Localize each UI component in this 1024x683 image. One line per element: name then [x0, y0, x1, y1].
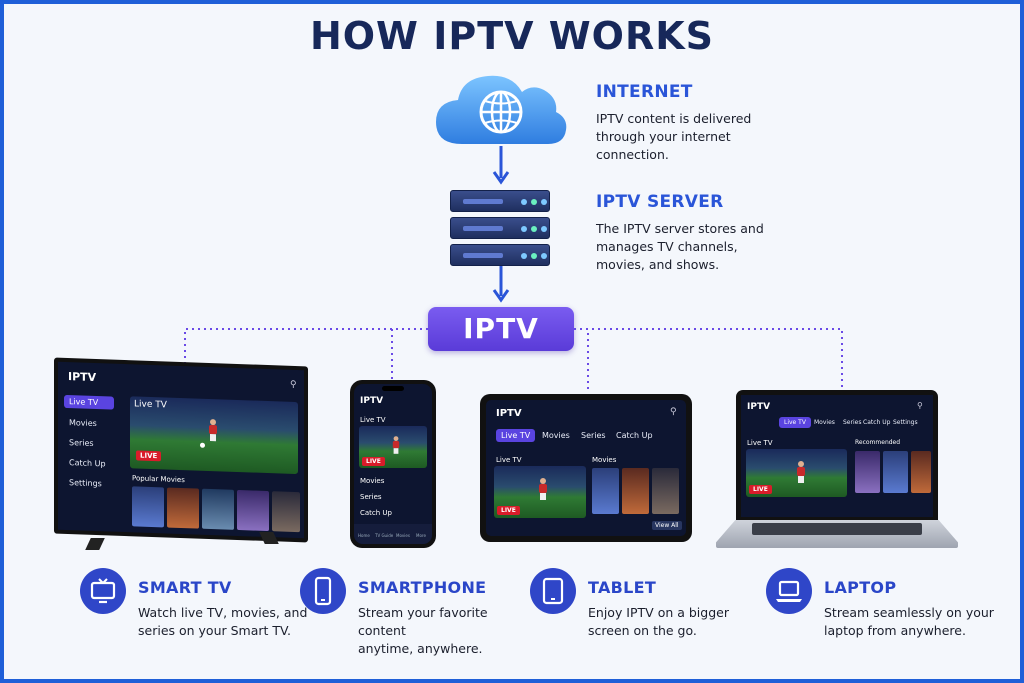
search-icon[interactable]: ⚲ — [917, 401, 923, 410]
phone-nav-more[interactable]: More — [416, 533, 426, 538]
keyboard — [752, 523, 922, 535]
feature-title: SMARTPHONE — [358, 578, 487, 597]
movie-poster[interactable] — [272, 491, 300, 533]
phone-section-label: Live TV — [360, 416, 386, 424]
arrow-down-icon — [492, 146, 510, 185]
tablet-tab-live[interactable]: Live TV — [496, 429, 536, 442]
phone-app-title: IPTV — [360, 396, 384, 406]
page-title: HOW IPTV WORKS — [309, 14, 715, 58]
movie-poster[interactable] — [237, 489, 269, 532]
feature-title: TABLET — [588, 578, 657, 597]
movie-poster[interactable] — [652, 468, 679, 514]
movie-poster[interactable] — [167, 487, 199, 529]
phone-nav-guide[interactable]: TV Guide — [375, 533, 394, 538]
internet-heading: INTERNET — [596, 82, 693, 102]
movie-poster[interactable] — [622, 468, 649, 514]
phone-menu-movies[interactable]: Movies — [360, 477, 385, 485]
server-icon — [450, 190, 552, 266]
tablet-hero[interactable]: LIVE — [494, 466, 586, 518]
tv-icon — [80, 568, 126, 614]
phone-hero[interactable]: LIVE — [359, 426, 427, 468]
cloud-globe-icon — [436, 75, 567, 144]
tv-hero[interactable]: Live TV LIVE — [130, 396, 298, 475]
laptop-tab-catchup[interactable]: Catch Up — [863, 419, 891, 426]
laptop-screen: IPTV ⚲ Live TV Movies Series Catch Up Se… — [741, 395, 933, 517]
feature-title: LAPTOP — [824, 578, 897, 597]
laptop-right-label: Recommended — [855, 439, 901, 446]
live-badge: LIVE — [136, 450, 162, 462]
tv-menu-live[interactable]: Live TV — [64, 394, 114, 410]
movie-poster[interactable] — [592, 468, 619, 514]
laptop-tab-movies[interactable]: Movies — [814, 419, 835, 426]
tv-menu-movies[interactable]: Movies — [69, 418, 97, 429]
live-badge: LIVE — [362, 457, 385, 466]
tv-screen: IPTV ⚲ Live TV Movies Series Catch Up Se… — [58, 361, 304, 539]
server-heading: IPTV SERVER — [596, 192, 724, 212]
tablet-tab-catchup[interactable]: Catch Up — [616, 431, 653, 440]
internet-desc: IPTV content is delivered through your i… — [596, 111, 752, 162]
tablet-left-label: Live TV — [496, 456, 522, 464]
search-icon[interactable]: ⚲ — [290, 379, 297, 391]
search-icon[interactable]: ⚲ — [670, 407, 677, 417]
phone-screen: IPTV Live TV LIVE Movies Series Catch Up… — [354, 384, 432, 544]
tablet-right-label: Movies — [592, 456, 617, 464]
tv-menu-settings[interactable]: Settings — [69, 478, 102, 489]
movie-poster[interactable] — [911, 451, 931, 493]
movie-poster[interactable] — [202, 488, 234, 530]
laptop-app-title: IPTV — [747, 402, 771, 412]
tv-app-title: IPTV — [68, 370, 97, 385]
tablet-icon — [530, 568, 576, 614]
tablet-tab-movies[interactable]: Movies — [542, 431, 570, 440]
phone-nav-home[interactable]: Home — [358, 533, 370, 538]
internet-info: INTERNET IPTV content is delivered throu… — [596, 82, 776, 164]
phone-nav-movies[interactable]: Movies — [396, 533, 410, 538]
server-info: IPTV SERVER The IPTV server stores and m… — [596, 192, 796, 274]
smartphone-icon — [300, 568, 346, 614]
live-badge: LIVE — [497, 506, 520, 515]
laptop-tab-live[interactable]: Live TV — [779, 417, 811, 428]
view-all-button[interactable]: View All — [652, 521, 682, 530]
iptv-hub-label: IPTV — [428, 307, 574, 351]
tablet-app-title: IPTV — [496, 408, 522, 419]
movie-poster[interactable] — [132, 486, 164, 528]
live-badge: LIVE — [749, 485, 772, 494]
movie-poster[interactable] — [883, 451, 908, 493]
feature-title: SMART TV — [138, 578, 232, 597]
tablet-screen: IPTV ⚲ Live TV Movies Series Catch Up Li… — [486, 400, 686, 536]
tv-menu-series[interactable]: Series — [69, 438, 94, 448]
server-desc: The IPTV server stores and manages TV ch… — [596, 221, 764, 272]
movie-poster[interactable] — [855, 451, 880, 493]
laptop-hero[interactable]: LIVE — [746, 449, 847, 497]
laptop-tab-settings[interactable]: Settings — [893, 419, 918, 426]
laptop-tab-series[interactable]: Series — [843, 419, 862, 426]
tv-section-label: Popular Movies — [132, 474, 185, 485]
phone-menu-catchup[interactable]: Catch Up — [360, 509, 392, 517]
laptop-left-label: Live TV — [747, 439, 773, 447]
tv-menu-catchup[interactable]: Catch Up — [69, 458, 106, 469]
phone-menu-series[interactable]: Series — [360, 493, 382, 501]
tablet-tab-series[interactable]: Series — [581, 431, 606, 440]
laptop-icon — [766, 568, 812, 614]
arrow-down-icon — [492, 266, 510, 303]
